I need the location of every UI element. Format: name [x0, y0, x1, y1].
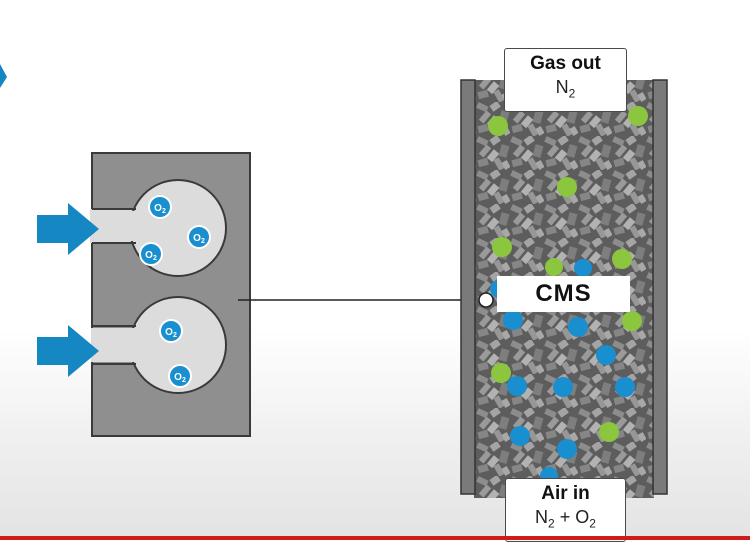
- o2-molecule: O2: [159, 319, 183, 343]
- o2-molecule-label: O2: [154, 203, 166, 215]
- cms-label: CMS: [497, 276, 630, 312]
- o2-molecule: O2: [187, 225, 211, 249]
- gas-out-formula: N2: [555, 77, 576, 101]
- nitrogen-particle: [599, 422, 619, 442]
- pore-lower: [91, 296, 227, 394]
- column-wall-right: [652, 79, 668, 495]
- air-in-label: Air in N2 + O2: [505, 478, 626, 542]
- nitrogen-particle: [492, 237, 512, 257]
- oxygen-particle: [568, 317, 588, 337]
- o2-molecule-label: O2: [174, 372, 186, 384]
- inflow-arrow-lower-icon: [37, 325, 99, 377]
- oxygen-particles: [490, 259, 635, 485]
- nitrogen-particle: [557, 177, 577, 197]
- oxygen-particle: [615, 377, 635, 397]
- nitrogen-particle: [622, 311, 642, 331]
- o2-molecule-label: O2: [145, 250, 157, 262]
- nitrogen-particle: [491, 363, 511, 383]
- oxygen-particle: [574, 259, 592, 277]
- oxygen-particle: [553, 377, 573, 397]
- nitrogen-particle: [488, 116, 508, 136]
- nitrogen-particle: [612, 249, 632, 269]
- o2-molecule: O2: [139, 242, 163, 266]
- air-in-title: Air in: [541, 483, 590, 504]
- nitrogen-particle: [545, 258, 563, 276]
- connector-endpoint-dot: [478, 292, 494, 308]
- oxygen-particle: [507, 376, 527, 396]
- bottom-accent-bar: [0, 536, 750, 540]
- o2-molecule-label: O2: [193, 233, 205, 245]
- oxygen-particle: [557, 439, 577, 459]
- o2-molecule: O2: [148, 195, 172, 219]
- oxygen-particle: [503, 310, 523, 330]
- o2-molecule-label: O2: [165, 327, 177, 339]
- gas-out-label: Gas out N2: [504, 48, 627, 112]
- oxygen-particle: [510, 426, 530, 446]
- nitrogen-particles: [488, 106, 648, 442]
- column-wall-left: [460, 79, 476, 495]
- partial-arrow-icon: [0, 64, 7, 88]
- air-in-formula: N2 + O2: [535, 507, 596, 531]
- inflow-arrow-upper-icon: [37, 203, 99, 255]
- nitrogen-particle: [628, 106, 648, 126]
- gas-out-title: Gas out: [530, 53, 601, 74]
- molecular-sieve-chamber: [90, 152, 251, 437]
- oxygen-particle: [596, 345, 616, 365]
- o2-molecule: O2: [168, 364, 192, 388]
